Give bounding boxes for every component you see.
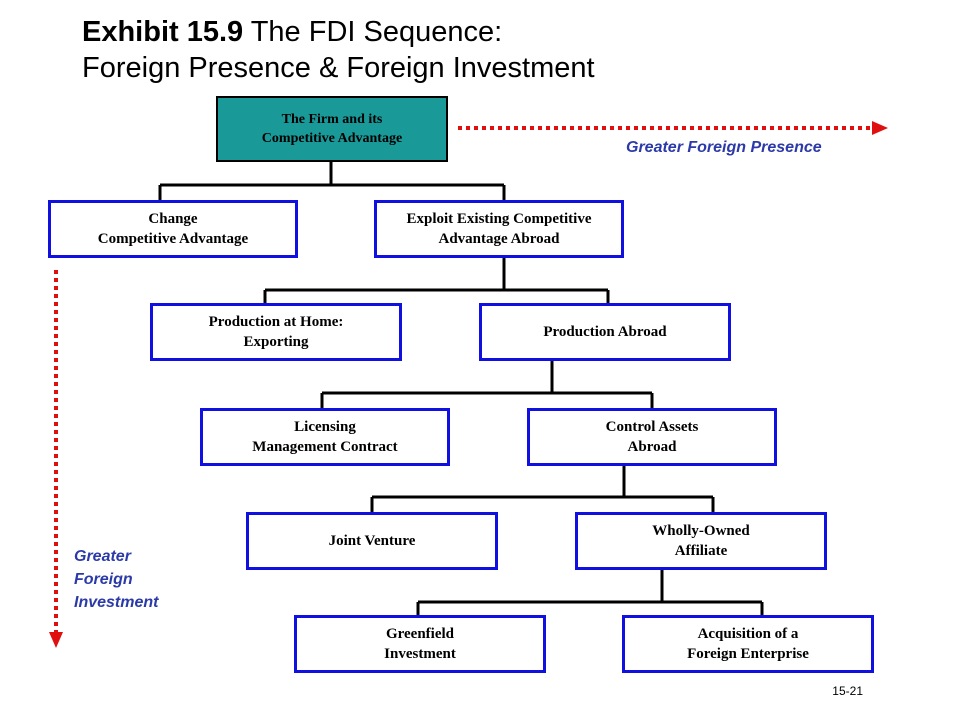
- label-line: Greater: [74, 548, 131, 565]
- node-production-abroad: Production Abroad: [479, 303, 731, 361]
- node-text: Wholly-Owned: [652, 523, 750, 539]
- investment-arrow: [49, 270, 63, 648]
- node-text: Change: [148, 211, 198, 227]
- exhibit-title: Exhibit 15.9 The FDI Sequence: Foreign P…: [82, 14, 595, 86]
- node-acquisition: Acquisition of a Foreign Enterprise: [622, 615, 874, 673]
- node-text: The Firm and its: [281, 112, 383, 127]
- label-line: Foreign: [74, 571, 133, 588]
- label-line: Investment: [74, 594, 159, 611]
- node-text: Management Contract: [252, 439, 398, 455]
- presence-arrow: [458, 121, 888, 135]
- node-text: Exporting: [243, 334, 309, 350]
- node-text: Affiliate: [674, 543, 728, 559]
- node-text: Competitive Advantage: [97, 231, 249, 247]
- node-text: Production Abroad: [543, 324, 667, 340]
- title-line1: The FDI Sequence:: [243, 16, 503, 48]
- node-text: Exploit Existing Competitive: [406, 211, 592, 227]
- label-greater-foreign-presence: Greater Foreign Presence: [626, 139, 822, 156]
- node-text: Control Assets: [605, 419, 699, 435]
- node-text: Production at Home:: [208, 314, 344, 330]
- node-text: Competitive Advantage: [261, 131, 403, 146]
- node-production-home: Production at Home: Exporting: [150, 303, 402, 361]
- node-text: Advantage Abroad: [438, 231, 560, 247]
- node-text: Abroad: [627, 439, 677, 455]
- page-number: 15-21: [832, 684, 863, 698]
- node-text: Licensing: [294, 419, 356, 435]
- exhibit-number: Exhibit 15.9: [82, 16, 244, 48]
- node-text: Joint Venture: [328, 533, 416, 549]
- label-greater-foreign-investment: Greater Foreign Investment: [74, 545, 158, 614]
- node-joint-venture: Joint Venture: [246, 512, 498, 570]
- node-text: Acquisition of a: [697, 626, 799, 642]
- title-line2: Foreign Presence & Foreign Investment: [82, 52, 595, 84]
- node-text: Greenfield: [385, 626, 455, 642]
- node-text: Investment: [384, 646, 456, 662]
- node-text: Foreign Enterprise: [687, 646, 809, 662]
